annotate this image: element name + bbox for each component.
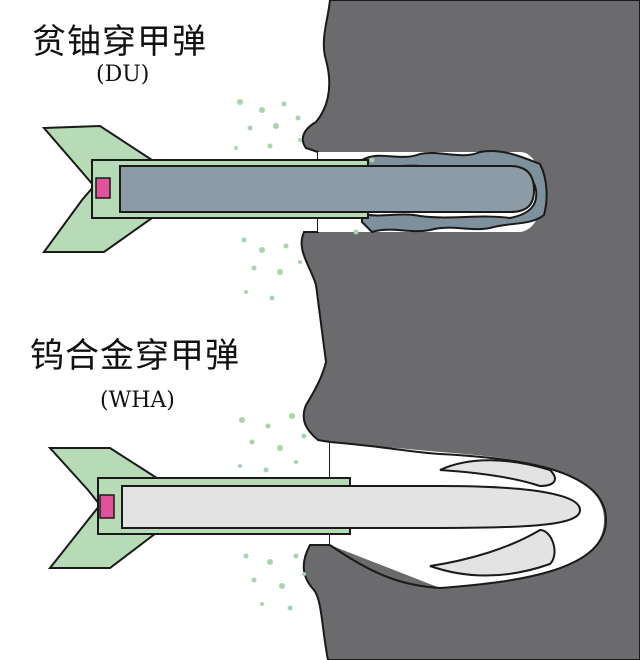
wha-mushroom-flap-top	[439, 459, 556, 488]
wha-tip-marker	[99, 494, 115, 519]
du-debris-particles	[234, 99, 375, 301]
wha-mushroom-flap-bottom	[429, 528, 556, 577]
du-title: 贫铀穿甲弹	[32, 22, 207, 62]
wha-penetrator-rod	[121, 485, 582, 529]
du-penetrator-rod	[119, 165, 536, 213]
wha-abbreviation: (WHA)	[100, 388, 175, 413]
wha-debris-particles	[238, 413, 307, 611]
wha-crater-outline	[329, 441, 608, 590]
wha-title: 钨合金穿甲弹	[30, 336, 240, 376]
du-abbreviation: (DU)	[96, 62, 150, 87]
du-tip-marker	[95, 177, 111, 199]
